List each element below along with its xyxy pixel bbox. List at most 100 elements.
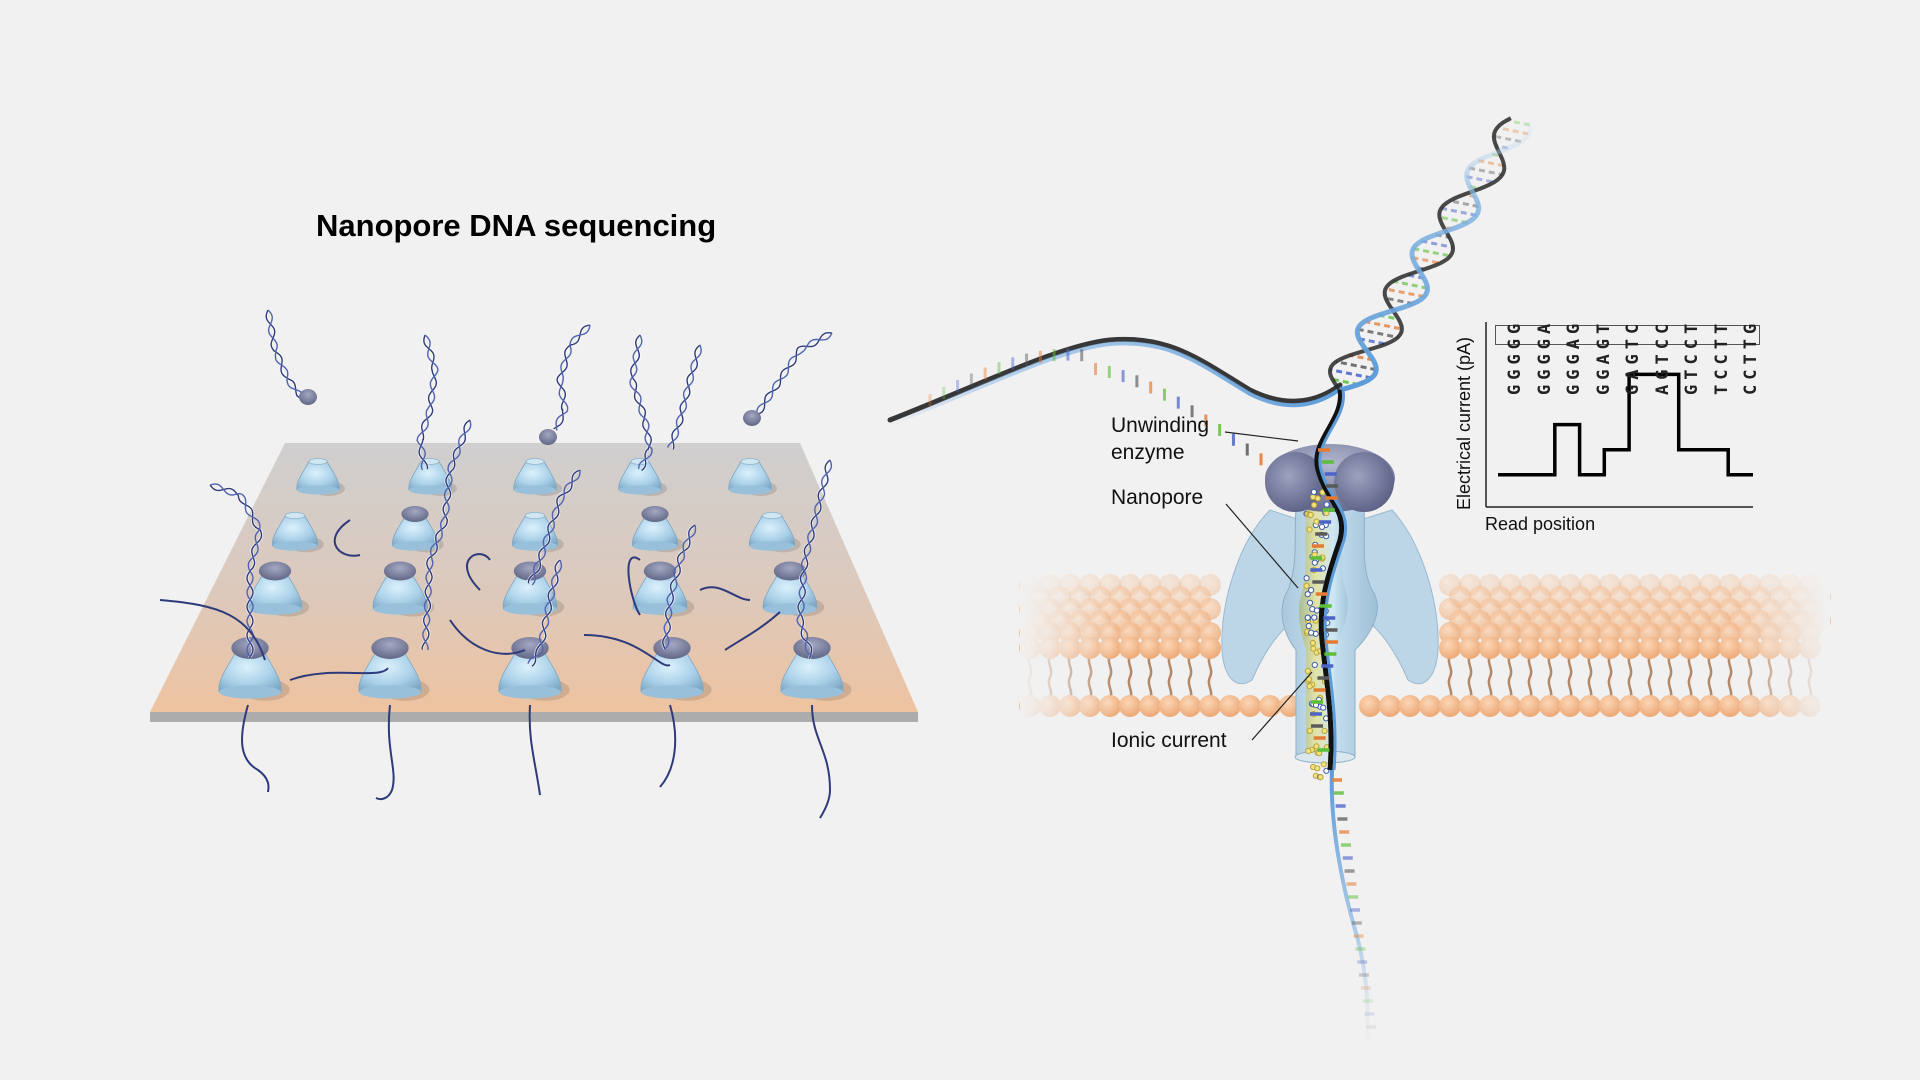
- ion: [1303, 582, 1310, 590]
- ion: [1305, 748, 1312, 755]
- sequence-label: CCTTG: [1741, 318, 1761, 395]
- single-stranded-dna: [627, 556, 641, 616]
- pore-base: [219, 685, 281, 699]
- motor-protein-cap: [773, 561, 807, 581]
- motor-protein: [539, 429, 557, 445]
- single-stranded-dna: [241, 704, 270, 793]
- single-stranded-dna: [724, 611, 781, 651]
- motor-protein: [743, 410, 761, 426]
- base-pair: [1449, 199, 1479, 209]
- label-unwinding-line2: enzyme: [1111, 441, 1185, 464]
- sequence-label: AGTCC: [1652, 318, 1673, 395]
- motor-protein-cap: [231, 637, 269, 659]
- ion: [1310, 488, 1318, 496]
- dna-duplex-strand: [629, 334, 653, 469]
- ion: [1313, 743, 1320, 750]
- single-stranded-dna: [289, 667, 389, 681]
- dna-duplex-strand: [421, 419, 471, 650]
- base-pair: [1506, 118, 1531, 127]
- dna-duplex-strand: [531, 559, 561, 667]
- pore-base: [392, 541, 438, 551]
- pore-exit: [1294, 750, 1356, 764]
- base-pair: [1358, 337, 1387, 346]
- sequence-label: GGGGA: [1534, 318, 1555, 395]
- incoming-dna-strand: [887, 336, 1343, 507]
- pore-base: [248, 603, 302, 615]
- ion: [1313, 518, 1320, 525]
- label-unwinding-enzyme: Unwinding enzyme: [1111, 412, 1209, 466]
- current-step-line: [1498, 372, 1753, 477]
- base-pair: [1468, 166, 1503, 177]
- flow-cell-plate-edge: [150, 712, 918, 722]
- pore-base: [359, 685, 421, 699]
- ion: [1306, 526, 1313, 533]
- threading-bases: [1310, 448, 1377, 1029]
- dna-duplex-halo: [670, 343, 701, 450]
- base-pair: [1412, 256, 1441, 265]
- dna-duplex-strand: [553, 324, 591, 430]
- single-stranded-dna: [528, 704, 541, 796]
- highlighted-base-box: [1495, 325, 1760, 345]
- base-pair: [1440, 206, 1477, 217]
- base-pair: [1392, 279, 1428, 290]
- flow-cell-pore: [748, 515, 796, 547]
- motor-protein: [299, 389, 317, 405]
- label-unwinding-line1: Unwinding: [1111, 414, 1210, 437]
- ion: [1320, 761, 1327, 768]
- pore-base: [514, 485, 556, 495]
- ion: [1320, 704, 1327, 711]
- dna-duplex-strand: [527, 469, 581, 584]
- pore-base: [749, 541, 795, 551]
- threading-dna-strand: [1310, 389, 1377, 1046]
- single-stranded-dna: [811, 704, 832, 819]
- single-stranded-dna: [375, 704, 395, 800]
- base-pair: [1496, 126, 1529, 136]
- pore-base: [633, 603, 687, 615]
- base-pair: [1466, 175, 1495, 184]
- flow-cell-illustration: [150, 309, 918, 819]
- pore-base: [512, 541, 558, 551]
- base-pair: [1493, 134, 1522, 144]
- pore-opening: [284, 511, 305, 520]
- ion: [1317, 774, 1324, 781]
- ion: [1306, 683, 1313, 690]
- pore-opening: [308, 458, 328, 465]
- dna-duplex-halo: [264, 309, 307, 400]
- ion: [1321, 727, 1328, 735]
- base-pair: [1439, 215, 1468, 225]
- motor-protein-cap: [513, 561, 547, 581]
- base-pair: [1357, 327, 1399, 339]
- single-stranded-dna: [466, 553, 491, 591]
- enzyme-lobe-right: [1334, 452, 1394, 512]
- sequence-label: GTCCT: [1682, 318, 1702, 395]
- pore-base: [763, 603, 817, 615]
- pore-opening: [762, 511, 783, 520]
- single-stranded-dna: [449, 619, 526, 655]
- ion: [1323, 501, 1330, 508]
- pore-base: [272, 541, 318, 551]
- pore-base: [297, 485, 339, 495]
- sequence-label: GGGGG: [1505, 318, 1525, 395]
- base-pair: [1329, 368, 1372, 380]
- ion: [1314, 495, 1321, 502]
- dna-duplex-strand: [663, 524, 697, 651]
- ion: [1304, 667, 1312, 675]
- dna-duplex-strand: [531, 470, 581, 586]
- pore-opening: [525, 458, 545, 465]
- ion: [1305, 676, 1313, 683]
- ion: [1311, 614, 1318, 621]
- motor-protein-cap: [643, 561, 677, 581]
- exiting-dna-strand: [1329, 769, 1370, 1046]
- dna-duplex-strand: [797, 459, 831, 660]
- base-pair: [1412, 247, 1451, 258]
- dna-duplex-strand: [527, 559, 563, 664]
- pore-base: [373, 603, 427, 615]
- pore-base: [632, 541, 678, 551]
- ion: [1310, 645, 1317, 652]
- leader-line-nanopore: [1225, 503, 1299, 589]
- flow-cell-pore: [247, 572, 303, 610]
- helix-backbone-blue: [1339, 121, 1533, 393]
- dna-duplex-halo: [749, 331, 833, 420]
- label-ionic-current: Ionic current: [1111, 729, 1227, 752]
